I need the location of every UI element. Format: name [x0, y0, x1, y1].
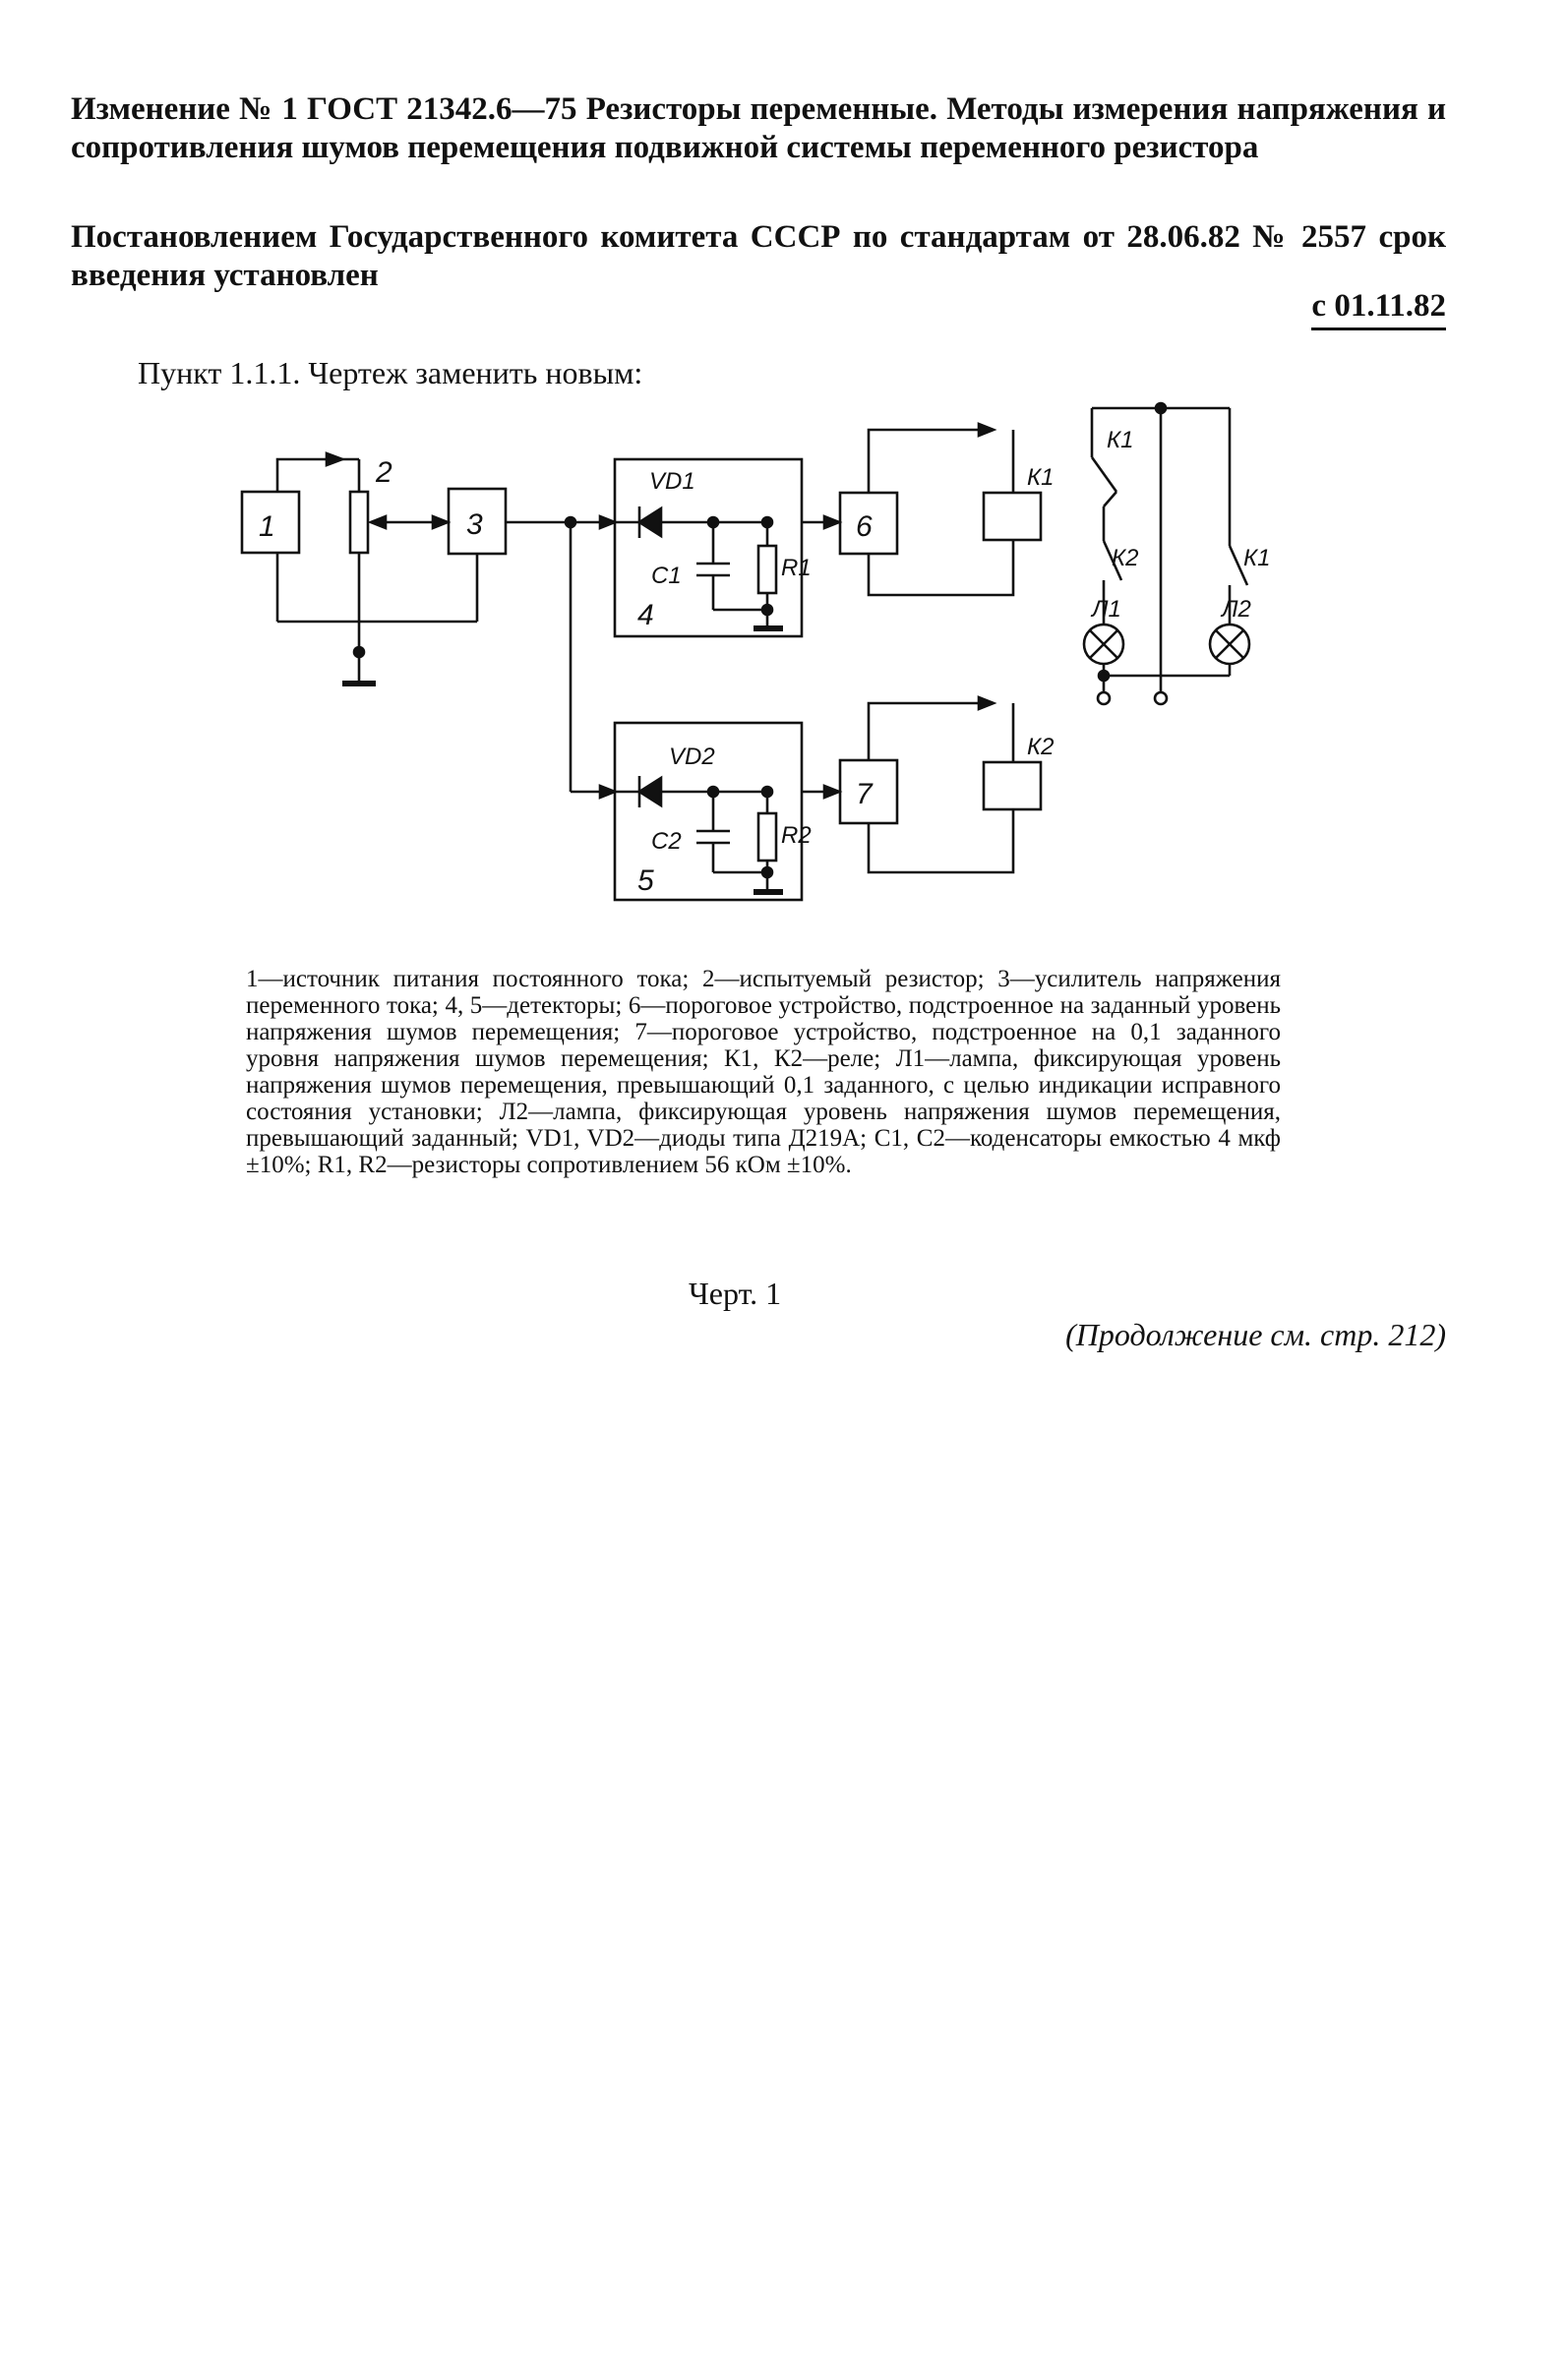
block-1	[240, 490, 301, 555]
label-k1-contact-top: К1	[1107, 427, 1134, 453]
relay-coil-k2	[982, 760, 1043, 811]
contact-k2	[1102, 540, 1123, 581]
contact-k1-nc	[1090, 456, 1118, 493]
resistor-2	[348, 490, 370, 555]
label-detector4: 4	[637, 599, 654, 631]
resistor-r1	[756, 544, 778, 595]
label-r2: R2	[781, 822, 812, 849]
contact-k1-no	[1228, 545, 1249, 586]
label-k1-coil: К1	[1027, 464, 1055, 491]
document-title: Изменение № 1 ГОСТ 21342.6—75 Резисторы …	[71, 91, 1446, 165]
label-k2-coil: К2	[1027, 734, 1055, 760]
diode-vd2	[636, 775, 663, 808]
effective-date: с 01.11.82	[1311, 287, 1446, 330]
label-k1-contact-right: К1	[1243, 545, 1271, 571]
label-c1: C1	[651, 563, 682, 589]
label-lamp2: Л2	[1220, 596, 1251, 623]
relay-coil-k1	[982, 491, 1043, 542]
diode-vd1	[636, 506, 663, 539]
wire-1-to-wiper	[275, 457, 342, 492]
label-k2-contact: К2	[1112, 545, 1139, 571]
decree-text: Постановлением Государственного комитета…	[71, 219, 1446, 293]
wiper-arrow	[325, 451, 346, 467]
label-lamp1: Л1	[1090, 596, 1121, 623]
label-resistor2: 2	[375, 456, 392, 489]
figure-caption: Черт. 1	[689, 1276, 782, 1311]
label-vd1: VD1	[649, 468, 695, 495]
label-vd2: VD2	[669, 744, 715, 770]
label-block7: 7	[856, 778, 874, 810]
label-block6: 6	[856, 510, 873, 543]
detector-4-box	[613, 457, 804, 638]
clause-text: Пункт 1.1.1. Чертеж заменить новым:	[138, 355, 643, 390]
circuit-diagram: 1 2 3 4 5 6 7 VD1 VD2 C1 C2 R1 R2 К1 К2 …	[240, 401, 1271, 902]
detector-5-box	[613, 721, 804, 902]
figure-legend: 1—источник питания постоянного тока; 2—и…	[246, 966, 1281, 1178]
label-r1: R1	[781, 555, 812, 581]
label-block3: 3	[466, 508, 483, 541]
continuation-note: (Продолжение см. стр. 212)	[1065, 1317, 1446, 1352]
resistor-r2	[756, 811, 778, 863]
label-block1: 1	[259, 510, 275, 543]
label-c2: C2	[651, 828, 682, 855]
label-detector5: 5	[637, 864, 654, 897]
